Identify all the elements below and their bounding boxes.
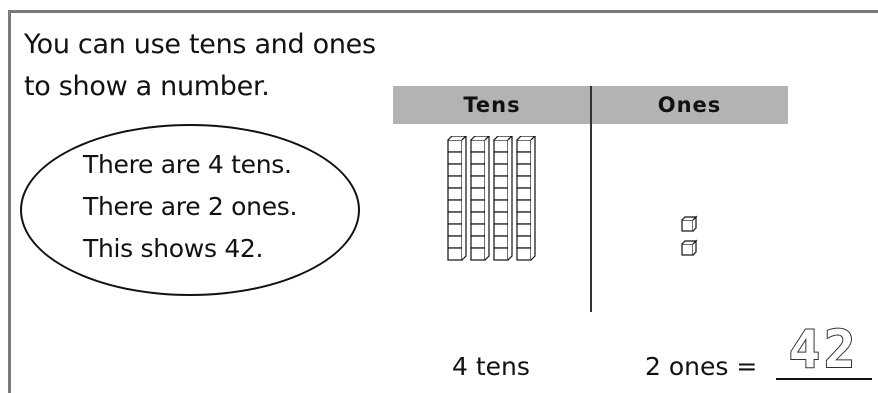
tens-count-label: 4 tens	[452, 352, 530, 381]
ones-cube	[681, 239, 698, 256]
ones-count-label: 2 ones =	[645, 352, 758, 381]
answer-blank-line	[776, 378, 872, 380]
tens-rod	[493, 136, 513, 261]
tens-rod	[470, 136, 490, 261]
callout-line-3: This shows 42.	[83, 234, 264, 263]
intro-text: You can use tens and ones to show a numb…	[24, 24, 376, 108]
callout-oval	[20, 124, 360, 296]
intro-line-2: to show a number.	[24, 71, 270, 102]
intro-line-1: You can use tens and ones	[24, 29, 376, 60]
ones-cube	[681, 215, 698, 232]
ones-cubes-group	[681, 215, 698, 256]
column-divider	[590, 86, 592, 312]
tens-rod	[516, 136, 536, 261]
callout-text: There are 4 tens. There are 2 ones. This…	[83, 144, 297, 270]
tens-column-header: Tens	[463, 93, 521, 117]
tens-rod	[447, 136, 467, 261]
callout-line-2: There are 2 ones.	[83, 192, 298, 221]
answer-number: 42	[788, 320, 860, 380]
worksheet-border-left	[8, 10, 11, 393]
tens-rods-group	[447, 136, 536, 261]
callout-line-1: There are 4 tens.	[83, 150, 292, 179]
worksheet-border-top	[8, 10, 878, 13]
ones-column-header: Ones	[657, 93, 722, 117]
